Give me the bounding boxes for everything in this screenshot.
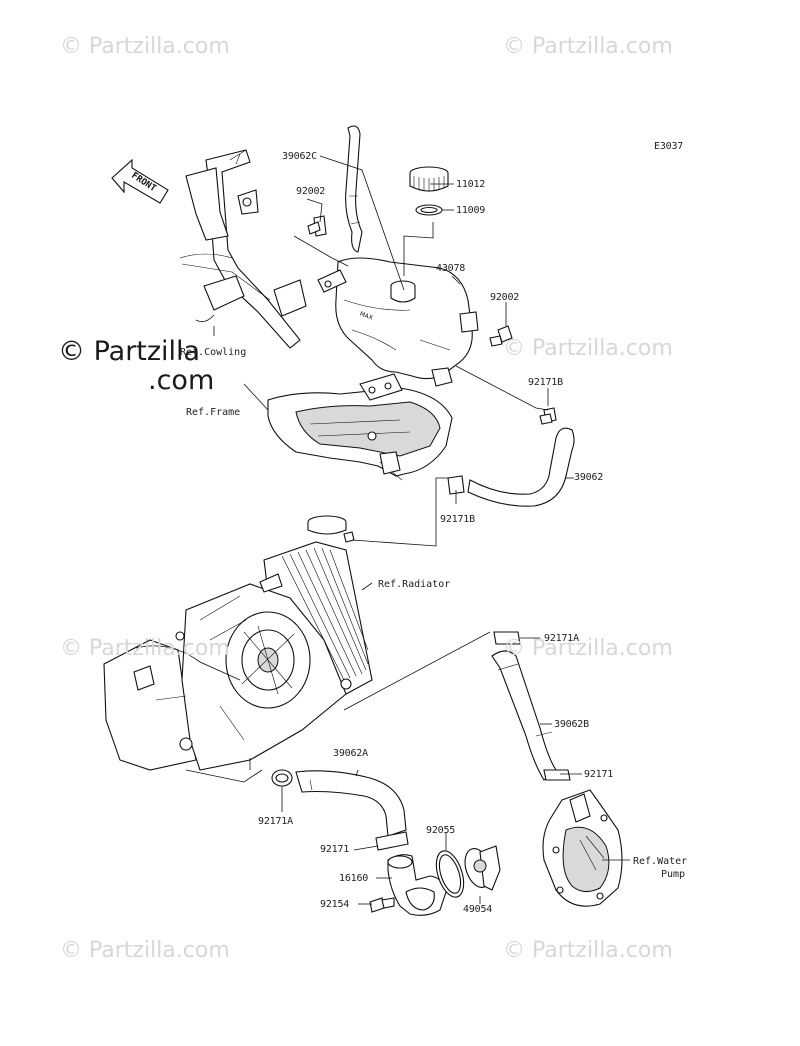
diagram-code: E3037 (654, 141, 684, 152)
part-label-39062B[interactable]: 39062B (554, 719, 589, 730)
part-label-92055[interactable]: 92055 (426, 825, 456, 836)
hose-39062B (491, 650, 557, 781)
part-label-39062[interactable]: 39062 (574, 472, 604, 483)
ref-water-pump-label: Ref.Water Pump (633, 856, 688, 880)
part-label-11012[interactable]: 11012 (456, 179, 486, 190)
part-label-92171-lower[interactable]: 92171 (320, 844, 350, 855)
part-label-92154[interactable]: 92154 (320, 899, 350, 910)
part-label-92171B-lower[interactable]: 92171B (440, 514, 475, 525)
radiator-cap (307, 515, 347, 535)
clamp-92171A-lower (271, 769, 293, 787)
leader-lines (185, 155, 630, 905)
part-label-92171A-upper[interactable]: 92171A (544, 633, 579, 644)
watermark-lower-left: © Partzilla.com (60, 636, 230, 661)
bolt-92154 (369, 897, 395, 913)
clamp-92171-lower (375, 831, 409, 851)
hose-39062C (345, 125, 363, 253)
watermark-main: © Partzilla .com (58, 336, 215, 396)
ref-frame-label: Ref.Frame (186, 407, 241, 418)
ref-radiator-label: Ref.Radiator (378, 579, 451, 590)
water-pump (542, 789, 623, 907)
watermark-mid-right: © Partzilla.com (503, 336, 673, 361)
part-label-92171-right[interactable]: 92171 (584, 769, 614, 780)
part-label-39062A[interactable]: 39062A (333, 748, 368, 759)
clamp-92171A-upper (493, 631, 521, 645)
part-label-49054[interactable]: 49054 (463, 904, 493, 915)
o-ring-92055 (435, 850, 465, 898)
part-label-39062C[interactable]: 39062C (282, 151, 317, 162)
part-label-11009[interactable]: 11009 (456, 205, 486, 216)
bolt-92002-right (489, 325, 513, 347)
thermostat-housing (387, 854, 447, 916)
radiator-nipple (343, 531, 355, 543)
part-label-92002-upper[interactable]: 92002 (296, 186, 326, 197)
o-ring-11009 (415, 204, 443, 216)
watermark-lower-right: © Partzilla.com (503, 636, 673, 661)
hose-39062 (447, 427, 575, 507)
part-label-92171B-upper[interactable]: 92171B (528, 377, 563, 388)
front-arrow-icon: FRONT (111, 158, 169, 204)
part-label-16160[interactable]: 16160 (339, 873, 369, 884)
part-label-92171A-lower[interactable]: 92171A (258, 816, 293, 827)
radiator-assembly (103, 541, 373, 771)
part-label-43078[interactable]: 43078 (436, 263, 466, 274)
watermark-top-right: © Partzilla.com (503, 34, 673, 59)
svg-text:MAX: MAX (359, 310, 374, 321)
part-label-92002-right[interactable]: 92002 (490, 292, 520, 303)
watermark-bottom-right: © Partzilla.com (503, 938, 673, 963)
cowling-bracket (179, 149, 307, 349)
reservoir-cap (409, 166, 449, 192)
clamp-92171B-upper (539, 407, 557, 425)
watermark-top-left: © Partzilla.com (60, 34, 230, 59)
thermostat (464, 845, 501, 891)
frame-section (267, 373, 453, 481)
ref-cowling-label: Ref.Cowling (180, 347, 247, 358)
hose-39062A (295, 770, 407, 837)
bolt-92002-upper (307, 215, 327, 237)
watermark-bottom-left: © Partzilla.com (60, 938, 230, 963)
clamp-92171-right (543, 769, 571, 781)
coolant-reservoir-tank: MAX (317, 257, 479, 387)
